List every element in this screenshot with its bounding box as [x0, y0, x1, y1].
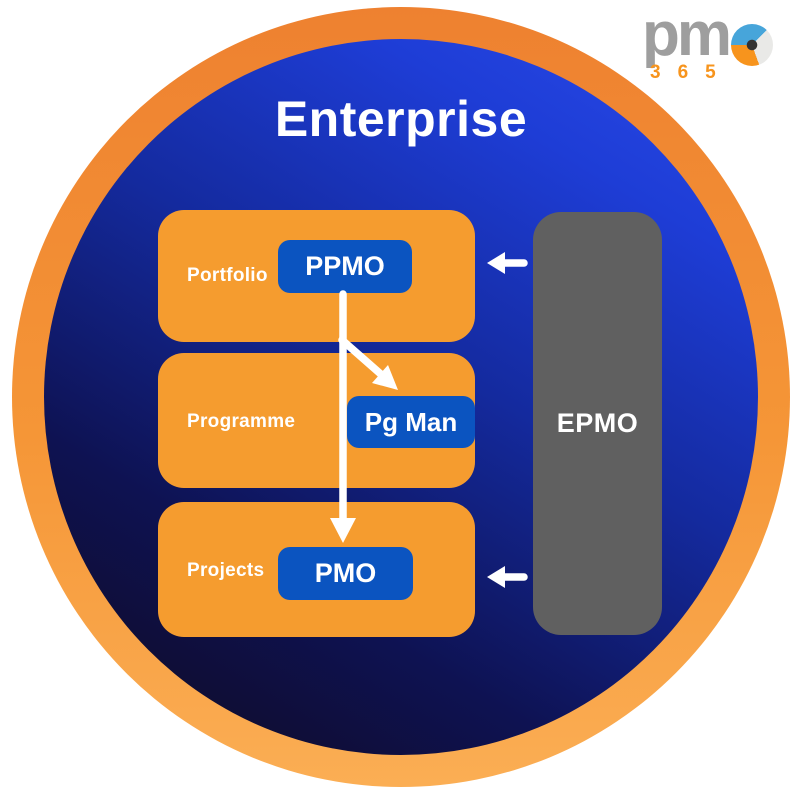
- ppmo-chip: PPMO: [278, 240, 412, 293]
- pg-man-chip-label: Pg Man: [364, 406, 458, 437]
- logo-wordmark: pm: [642, 4, 773, 66]
- pmo365-logo: pm 365: [642, 4, 773, 84]
- epmo-box: EPMO: [533, 212, 662, 635]
- logo-365-text: 365: [650, 62, 733, 83]
- pmo-chip-label: PMO: [314, 558, 377, 588]
- projects-level-box: Projects PMO: [158, 502, 475, 637]
- logo-pm-text: pm: [642, 0, 732, 69]
- programme-label: Programme: [187, 411, 296, 432]
- pg-man-chip: Pg Man: [347, 396, 475, 448]
- logo-swirl-icon: [731, 24, 773, 66]
- portfolio-level-box: Portfolio PPMO: [158, 210, 475, 342]
- epmo-label: EPMO: [556, 408, 639, 438]
- programme-level-box: Programme Pg Man: [158, 353, 475, 488]
- enterprise-title: Enterprise: [274, 91, 528, 147]
- ppmo-chip-label: PPMO: [305, 251, 385, 281]
- pmo-chip: PMO: [278, 547, 413, 600]
- projects-label: Projects: [187, 560, 265, 581]
- portfolio-label: Portfolio: [187, 265, 268, 286]
